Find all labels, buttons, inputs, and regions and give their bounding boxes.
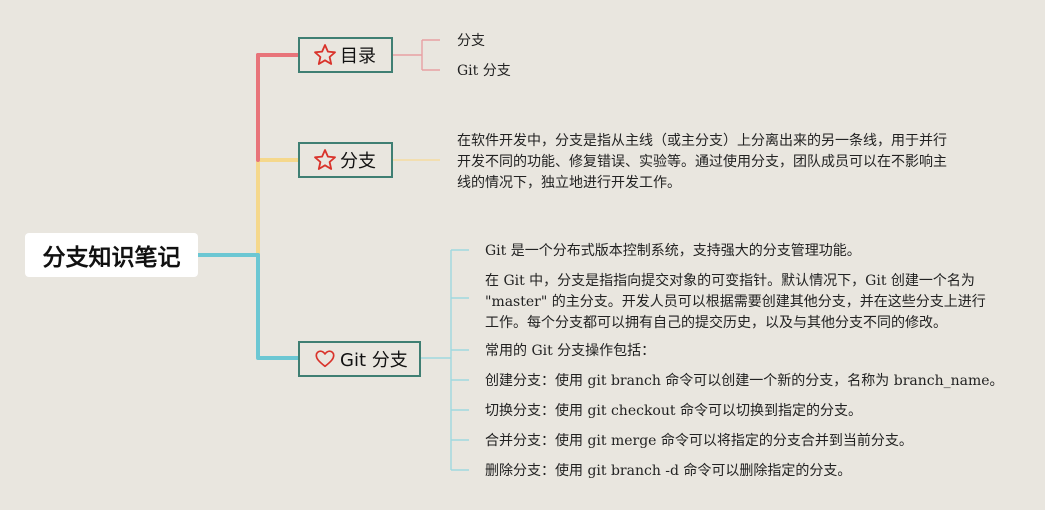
git-item-delete: 删除分支：使用 git branch -d 命令可以删除指定的分支。 <box>485 461 1025 482</box>
git-item-line: Git 是一个分布式版本控制系统，支持强大的分支管理功能。 <box>485 243 861 259</box>
git-item-pointer: 在 Git 中，分支是指指向提交对象的可变指针。默认情况下，Git 创建一个名为… <box>485 271 1025 334</box>
git-item-line: 在 Git 中，分支是指指向提交对象的可变指针。默认情况下，Git 创建一个名为 <box>485 273 975 289</box>
git-item-checkout: 切换分支：使用 git checkout 命令可以切换到指定的分支。 <box>485 401 1025 422</box>
branch-description-line: 在软件开发中，分支是指从主线（或主分支）上分离出来的另一条线，用于并行 <box>457 133 947 149</box>
git-item-create: 创建分支：使用 git branch 命令可以创建一个新的分支，名称为 bran… <box>485 371 1025 392</box>
topic-branch-label: 分支 <box>340 151 376 172</box>
star-icon <box>312 147 338 173</box>
root-title: 分支知识笔记 <box>42 245 181 271</box>
git-item-line: 创建分支：使用 git branch 命令可以创建一个新的分支，名称为 bran… <box>485 373 1004 389</box>
git-item-intro: Git 是一个分布式版本控制系统，支持强大的分支管理功能。 <box>485 241 1025 262</box>
git-item-merge: 合并分支：使用 git merge 命令可以将指定的分支合并到当前分支。 <box>485 431 1025 452</box>
topic-git-branch[interactable]: Git 分支 <box>298 341 421 377</box>
git-item-line: 合并分支：使用 git merge 命令可以将指定的分支合并到当前分支。 <box>485 433 913 449</box>
git-item-ops-header: 常用的 Git 分支操作包括： <box>485 341 1025 362</box>
connector-git-children <box>421 249 469 471</box>
git-item-line: 工作。每个分支都可以拥有自己的提交历史，以及与其他分支不同的修改。 <box>485 315 947 331</box>
git-item-line: "master" 的主分支。开发人员可以根据需要创建其他分支，并在这些分支上进行 <box>485 294 986 310</box>
branch-description-line: 线的情况下，独立地进行开发工作。 <box>457 175 681 191</box>
root-node[interactable]: 分支知识笔记 <box>25 233 198 277</box>
topic-branch[interactable]: 分支 <box>298 142 393 178</box>
branch-description: 在软件开发中，分支是指从主线（或主分支）上分离出来的另一条线，用于并行 开发不同… <box>457 131 977 194</box>
branch-description-line: 开发不同的功能、修复错误、实验等。通过使用分支，团队成员可以在不影响主 <box>457 154 947 170</box>
toc-item-branch[interactable]: 分支 <box>457 33 485 49</box>
topic-git-branch-label: Git 分支 <box>340 350 408 371</box>
toc-item-git-branch[interactable]: Git 分支 <box>457 63 511 79</box>
heart-icon <box>312 346 338 372</box>
git-item-line: 切换分支：使用 git checkout 命令可以切换到指定的分支。 <box>485 403 862 419</box>
topic-toc-label: 目录 <box>340 46 376 67</box>
connector-git-branch <box>197 253 301 360</box>
star-icon <box>312 42 338 68</box>
connector-toc <box>197 53 301 257</box>
connector-branch <box>256 158 301 257</box>
topic-toc[interactable]: 目录 <box>298 37 393 73</box>
connector-toc-children <box>392 39 440 71</box>
git-item-line: 删除分支：使用 git branch -d 命令可以删除指定的分支。 <box>485 463 852 479</box>
git-item-line: 常用的 Git 分支操作包括： <box>485 343 656 359</box>
